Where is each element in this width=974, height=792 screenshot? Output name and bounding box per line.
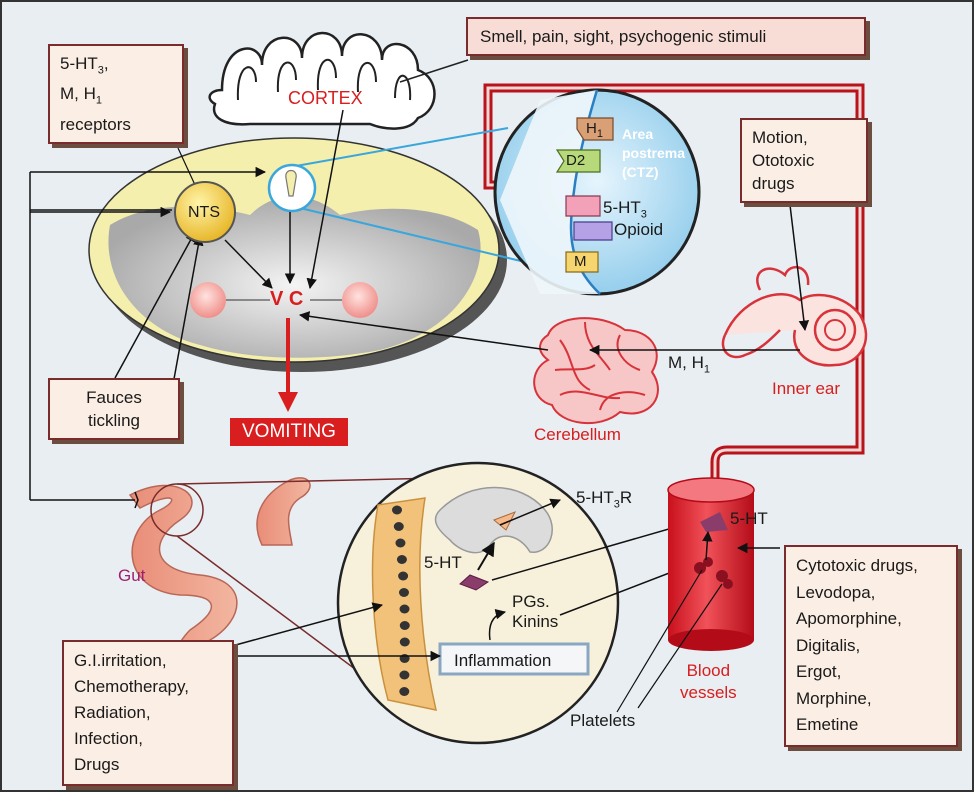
fauces-line-1: Fauces (86, 388, 142, 407)
receptors-line-3: receptors (60, 114, 131, 134)
drugs-line-5: Ergot, (796, 662, 842, 681)
h1-receptor-label: H1 (586, 120, 603, 140)
cell-nucleus (399, 621, 410, 630)
5ht3-receptor-label: 5-HT3 (603, 198, 647, 221)
cortex-gyri (236, 59, 412, 101)
cell-nucleus (399, 637, 410, 647)
inflammation-box (438, 642, 590, 676)
platelets-label: Platelets (570, 711, 636, 730)
cell-nucleus (392, 505, 402, 515)
gut-shape-2 (256, 477, 311, 546)
d2-receptor-shape (555, 149, 601, 173)
motion-line-1: Motion, (752, 128, 808, 147)
drugs-line-7: Emetine (796, 715, 859, 734)
gi-box: G.I.irritation, Chemotherapy, Radiation,… (62, 640, 234, 786)
d2-receptor-label: D2 (566, 152, 586, 169)
cell-nucleus (396, 555, 407, 564)
inner-ear-label: Inner ear (772, 379, 841, 398)
cerebellum-label: Cerebellum (534, 425, 621, 444)
drugs-box: Cytotoxic drugs, Levodopa, Apomorphine, … (784, 545, 958, 747)
gi-line-5: Drugs (74, 755, 120, 774)
cell-nucleus (395, 538, 406, 548)
drugs-line-2: Levodopa, (796, 582, 876, 602)
cell-nucleus (398, 588, 409, 597)
m-receptor-label: M (574, 253, 587, 270)
motion-line-2: Ototoxic (752, 151, 815, 170)
gi-line-2: Chemotherapy, (74, 677, 189, 696)
cell-nucleus (399, 687, 410, 696)
stimuli-text: Smell, pain, sight, psychogenic stimuli (480, 27, 767, 46)
drugs-line-3: Apomorphine, (796, 609, 902, 628)
opioid-receptor-label: Opioid (614, 220, 664, 239)
gi-line-3: Radiation, (74, 703, 151, 722)
motion-line-3: drugs (752, 174, 795, 193)
cell-nucleus (399, 604, 410, 614)
drugs-line-6: Morphine, (796, 688, 872, 708)
cell-nucleus (398, 571, 409, 581)
vomiting-label: VOMITING (230, 418, 348, 446)
vc-label: V C (270, 288, 304, 310)
drugs-line-1: Cytotoxic drugs, (796, 556, 918, 575)
receptors-line-1: 5-HT3, (60, 54, 109, 77)
5ht-blood-label: 5-HT (730, 509, 768, 528)
pgs-label: PGs.Kinins (512, 592, 559, 631)
stimuli-box: Smell, pain, sight, psychogenic stimuli (466, 17, 866, 56)
5ht3-receptor-shape (565, 195, 601, 217)
blood-vessel (667, 477, 755, 651)
nts-label: NTS (188, 204, 220, 221)
5ht-granule (459, 574, 490, 591)
receptors-box: 5-HT3, M, H1 receptors (48, 44, 184, 144)
vc-nucleus-left (190, 282, 226, 318)
m-receptor-shape (565, 251, 599, 273)
5ht3r-label: 5-HT3R (576, 488, 633, 511)
fauces-line-2: tickling (88, 411, 140, 430)
mh1-label: M, H1 (668, 353, 711, 376)
cell-nucleus (393, 522, 404, 531)
h1-receptor-shape (576, 117, 614, 141)
enterocyte-layer (371, 497, 437, 711)
drugs-line-4: Digitalis, (796, 635, 861, 655)
blood-route-inner (486, 86, 862, 480)
gi-line-1: G.I.irritation, (74, 651, 167, 670)
gut-label: Gut (118, 566, 146, 585)
gi-line-4: Infection, (74, 729, 143, 748)
5ht-gut-label: 5-HT (424, 553, 462, 572)
opioid-receptor-shape (573, 221, 613, 241)
enterochromaffin-cells (392, 505, 410, 696)
fauces-box: Fauces tickling (48, 378, 180, 440)
inner-ear-shape (721, 265, 868, 367)
cortex-label: CORTEX (288, 88, 363, 108)
cortex-outline (208, 31, 436, 130)
cell-nucleus (399, 670, 410, 680)
motion-box: Motion, Ototoxic drugs (740, 118, 868, 203)
cerebellum-shape (533, 317, 659, 425)
vc-nucleus-right (342, 282, 378, 318)
inflammation-label: Inflammation (454, 651, 552, 670)
receptors-line-2: M, H1 (60, 84, 103, 107)
nts-circle (174, 181, 236, 243)
